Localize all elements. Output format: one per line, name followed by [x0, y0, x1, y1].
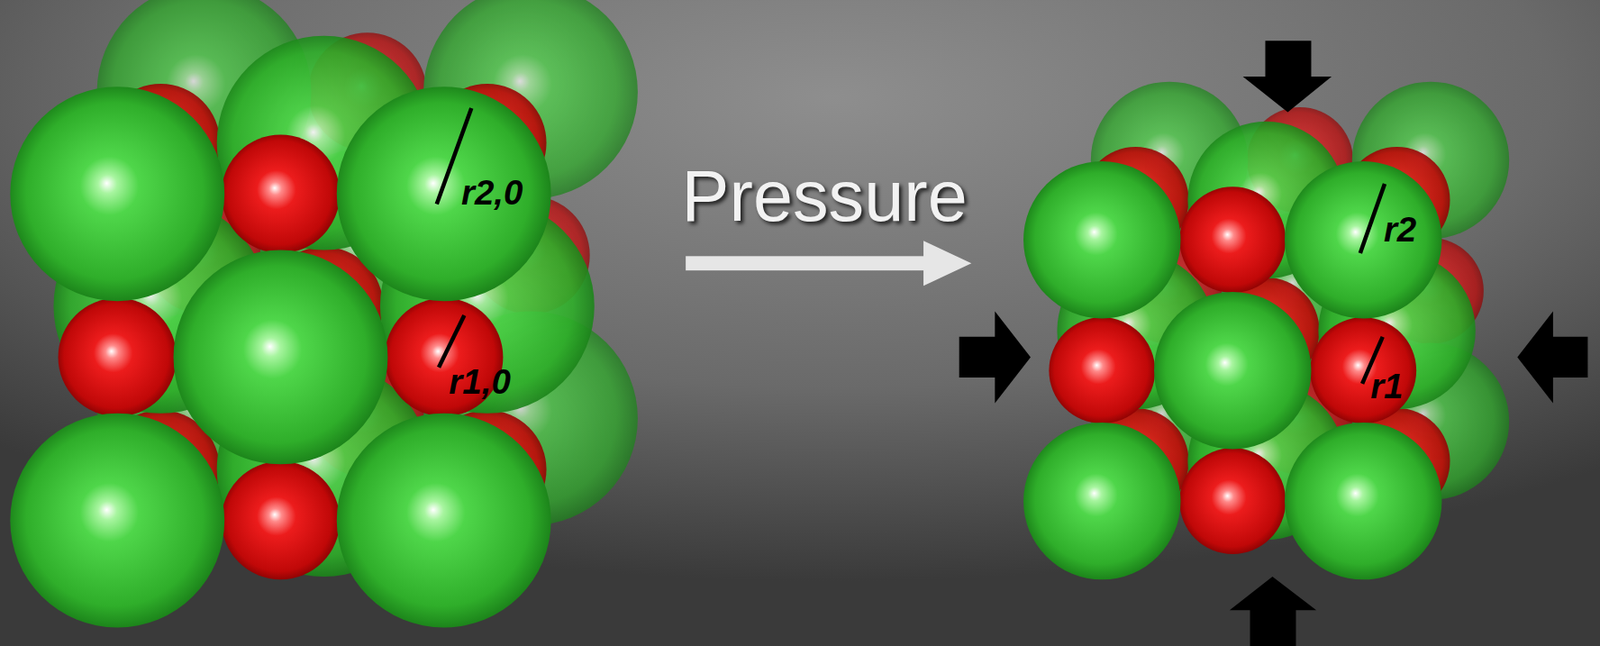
radius-label: r2,0 — [461, 175, 524, 211]
cation-sphere — [1179, 447, 1286, 555]
radius-label: r1 — [1370, 369, 1403, 405]
right-arrow — [959, 310, 1031, 403]
cation-sphere — [221, 461, 340, 580]
arrow-head — [923, 240, 972, 286]
anion-sphere — [1023, 422, 1181, 580]
radius-line — [1360, 183, 1385, 254]
left-arrow — [1517, 310, 1588, 403]
anion-sphere — [1154, 291, 1311, 449]
up-arrow — [1229, 576, 1317, 646]
process-label: Pressure — [681, 160, 968, 232]
spheres — [9, 0, 1510, 628]
anion-sphere — [9, 413, 225, 628]
sphere-layer — [1023, 161, 1442, 580]
down-arrow — [1243, 40, 1333, 112]
pressure-arrow — [685, 240, 972, 286]
arrow-shaft — [685, 255, 929, 271]
anion-sphere — [1284, 161, 1442, 319]
cation-sphere — [1048, 317, 1155, 424]
anion-sphere — [336, 86, 552, 301]
radius-label: r2 — [1383, 212, 1417, 248]
radius-label: r1,0 — [448, 364, 511, 400]
cation-sphere — [58, 298, 177, 417]
sphere-layer — [9, 86, 551, 628]
radius-line — [438, 315, 464, 368]
anion-sphere — [1284, 422, 1442, 580]
anion-sphere — [336, 413, 552, 628]
radius-lines — [436, 108, 1385, 384]
anion-sphere — [9, 86, 225, 301]
cation-sphere — [1179, 186, 1286, 293]
compression-arrows — [959, 40, 1589, 646]
anion-sphere — [173, 250, 389, 465]
anion-sphere — [1023, 161, 1181, 319]
cation-sphere — [221, 135, 340, 254]
cation-sphere — [1309, 317, 1417, 424]
